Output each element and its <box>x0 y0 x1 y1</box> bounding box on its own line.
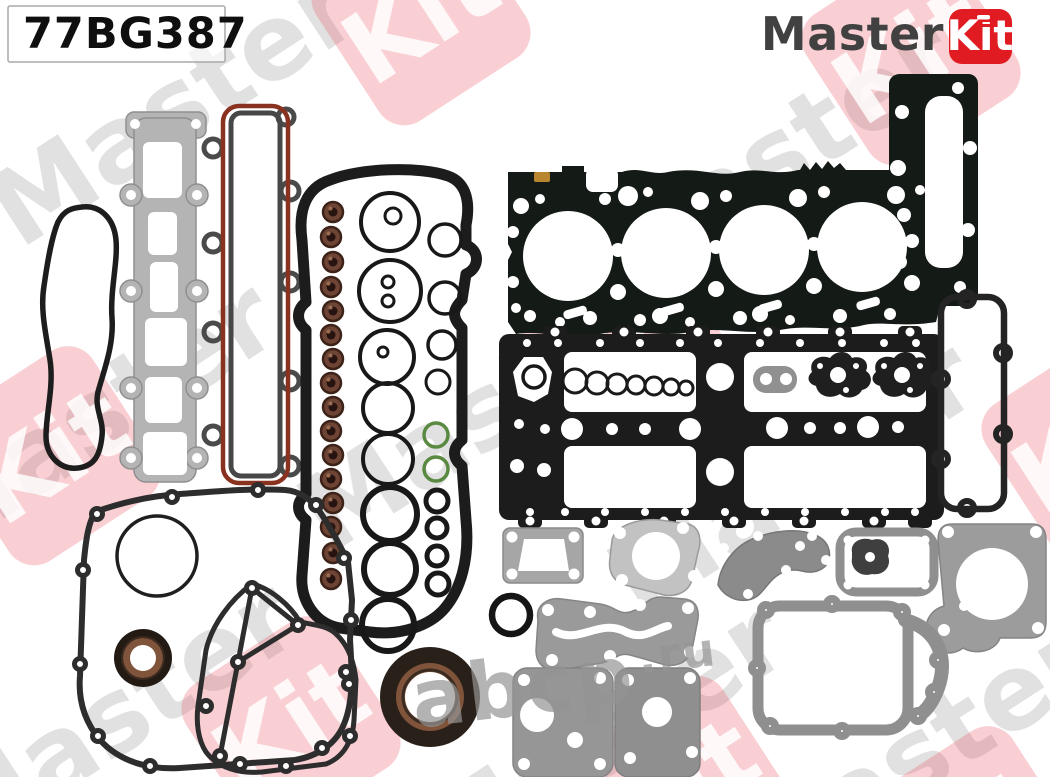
large-black-o-ring <box>488 592 534 638</box>
bracket-gasket <box>717 530 831 602</box>
camshaft-oil-seal-ring <box>115 514 199 598</box>
rocker-cover-frame-gasket <box>499 326 944 528</box>
turbo-outlet-gasket <box>608 518 701 597</box>
part-number-text: 77BG387 <box>23 9 248 59</box>
timing-cover-gasket <box>72 482 359 774</box>
oil-cooler-gasket <box>748 595 949 740</box>
logo-master-text: Master <box>761 7 944 61</box>
small-band-gasket <box>835 527 939 597</box>
cylinder-head-gasket <box>507 74 978 336</box>
turbo-flange-gasket <box>502 527 584 584</box>
large-o-rings <box>357 191 423 654</box>
oval-rubber-gasket <box>39 204 120 471</box>
water-pump-gasket <box>925 523 1047 654</box>
small-o-rings <box>422 222 463 598</box>
strut-cover-gasket <box>194 580 359 775</box>
stamp-mark <box>534 172 550 182</box>
side-cover-gasket <box>931 289 1013 518</box>
part-number-label: 77BG387 <box>7 5 248 63</box>
logo-kit-box <box>949 9 1012 64</box>
cam-cover-rubber-gasket <box>293 164 482 654</box>
brand-logo: Master Kit <box>761 7 1014 64</box>
egr-wavy-gasket <box>535 596 699 672</box>
camshaft-oil-seal <box>114 629 172 687</box>
gasket-o-ring-row <box>561 367 695 397</box>
crankshaft-oil-seal <box>380 647 480 747</box>
small-plate-gasket <box>753 366 797 393</box>
logo-kit-macron <box>977 15 990 20</box>
bottom-plate-gaskets <box>512 667 701 777</box>
intake-manifold-gasket <box>119 111 209 483</box>
